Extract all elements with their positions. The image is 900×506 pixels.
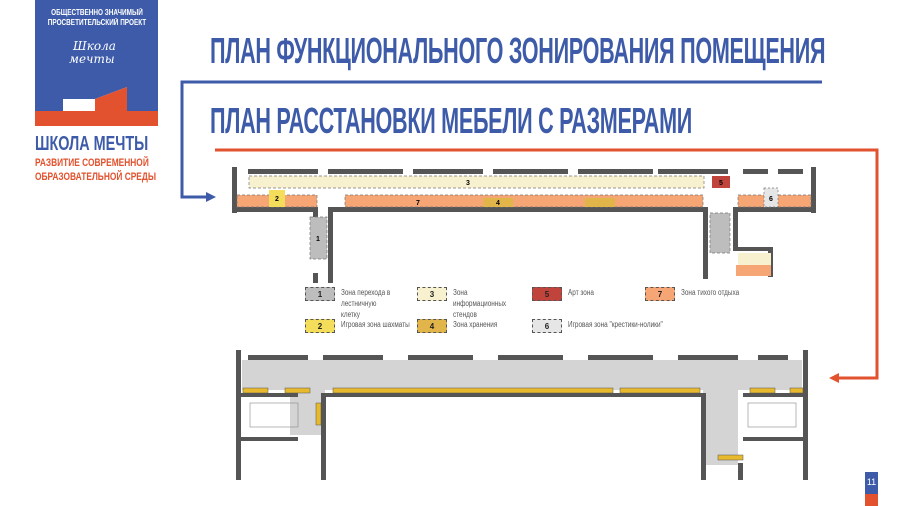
plan-zone-2: 2 xyxy=(275,196,279,203)
legend-item: 4 Зона хранения xyxy=(417,319,573,333)
legend-label: Зона тихого отдыха xyxy=(681,288,740,297)
plan-zone-3: 3 xyxy=(466,180,470,187)
legend-swatch: 3 xyxy=(417,287,447,301)
legend-label: Зона перехода в лестничную клетку xyxy=(341,288,391,319)
logo-script-line1: Школа xyxy=(73,39,116,53)
plan-zone-5: 5 xyxy=(719,180,723,187)
legend-item: 3 Зона информационных стендов xyxy=(417,287,533,320)
legend-label: Арт зона xyxy=(568,288,594,297)
legend-swatch: 2 xyxy=(305,319,335,333)
logo-subtitle-2: ОБРАЗОВАТЕЛЬНОЙ СРЕДЫ xyxy=(35,171,157,183)
legend-item: 5 Арт зона xyxy=(532,287,688,301)
plan-zone-4: 4 xyxy=(496,200,500,207)
legend-label: Игровая зона "крестики-нолики" xyxy=(568,320,663,329)
plan-zone-6: 6 xyxy=(769,196,773,203)
page-number-badge: 11 xyxy=(865,472,878,506)
legend-swatch: 4 xyxy=(417,319,447,333)
legend-swatch: 7 xyxy=(645,287,675,301)
legend-swatch: 6 xyxy=(532,319,562,333)
plan-zone-1: 1 xyxy=(316,236,320,243)
logo-project-line2: ПРОСВЕТИТЕЛЬСКИЙ ПРОЕКТ xyxy=(47,18,147,27)
zoning-floor-plan: 3 5 2 4 6 7 1 xyxy=(232,167,816,283)
title-zoning-plan: ПЛАН ФУНКЦИОНАЛЬНОГО ЗОНИРОВАНИЯ ПОМЕЩЕН… xyxy=(210,30,826,71)
legend-swatch: 5 xyxy=(532,287,562,301)
logo-project-line1: ОБЩЕСТВЕННО ЗНАЧИМЫЙ xyxy=(51,8,143,17)
legend-item: 6 Игровая зона "крестики-нолики" xyxy=(532,319,728,333)
plan-zone-7: 7 xyxy=(416,200,420,207)
project-logo: ОБЩЕСТВЕННО ЗНАЧИМЫЙ ПРОСВЕТИТЕЛЬСКИЙ ПР… xyxy=(35,0,158,126)
furniture-floor-plan xyxy=(236,350,808,480)
logo-script-line2: мечты xyxy=(69,52,115,66)
logo-name: ШКОЛА МЕЧТЫ xyxy=(35,133,149,155)
legend-item: 1 Зона перехода в лестничную клетку xyxy=(305,287,411,320)
legend-swatch: 1 xyxy=(305,287,335,301)
legend-label: Зона информационных стендов xyxy=(453,288,507,319)
legend-label: Игровая зона шахматы xyxy=(341,320,410,329)
legend-label: Зона хранения xyxy=(453,320,498,329)
logo-subtitle-1: РАЗВИТИЕ СОВРЕМЕННОЙ xyxy=(35,157,149,169)
legend-item: 7 Зона тихого отдыха xyxy=(645,287,801,301)
school-building-icon xyxy=(35,87,158,126)
logo-script: Школа мечты xyxy=(69,39,116,66)
title-furniture-plan: ПЛАН РАССТАНОВКИ МЕБЕЛИ С РАЗМЕРАМИ xyxy=(210,100,693,141)
page-number: 11 xyxy=(865,472,878,494)
legend-item: 2 Игровая зона шахматы xyxy=(305,319,461,333)
